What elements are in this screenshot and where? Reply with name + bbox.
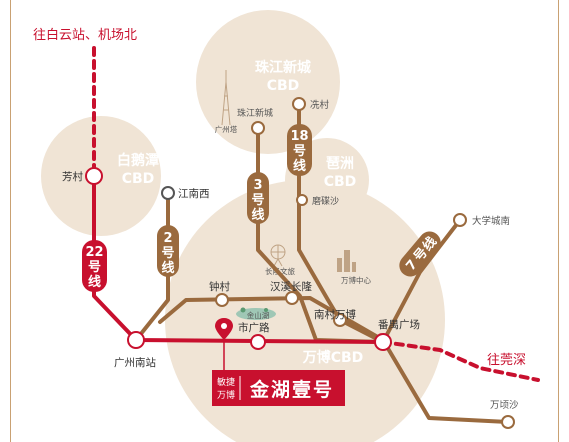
label-zhongcun: 钟村	[209, 280, 230, 293]
line-22-badge-num: 22	[85, 245, 103, 260]
station-moxisha[interactable]	[296, 194, 308, 206]
project-banner[interactable]: 敏捷 万博 金湖壹号	[212, 370, 345, 406]
label-xiancun: 冼村	[310, 99, 330, 111]
station-fangcun[interactable]	[85, 167, 103, 185]
location-pin-icon	[215, 318, 233, 370]
direction-east: 往莞深	[487, 353, 526, 368]
east-future-path	[381, 340, 540, 382]
line-18-badge-num: 18	[290, 129, 308, 144]
station-jiangnanxi[interactable]	[161, 186, 175, 200]
label-panyu-guangchang: 番禺广场	[378, 318, 420, 331]
zone-zhujiang-label-2: CBD	[267, 78, 300, 94]
landmark-canton-tower: 广州塔	[215, 124, 238, 134]
line-3-badge-num: 3	[253, 178, 262, 193]
station-panyu-guangchang[interactable]	[374, 333, 392, 351]
station-nancun-wanbo[interactable]	[333, 313, 347, 327]
line-18-badge: 18 号 线	[287, 124, 312, 176]
line-22-badge: 22 号 线	[82, 240, 107, 292]
label-daxuecheng-nan: 大学城南	[472, 215, 510, 227]
project-tag-2: 万博	[217, 389, 235, 401]
label-shiguanglu: 市广路	[238, 321, 270, 334]
project-tag-1: 敏捷	[217, 376, 235, 388]
line-3-badge-suffix: 号	[251, 193, 264, 208]
label-moxisha: 磨碟沙	[312, 196, 339, 207]
line-18-badge-suffix: 号	[293, 144, 306, 159]
zone-baiyun-label-2: CBD	[122, 171, 155, 187]
zone-baiyun-label-1: 白鹅潭	[117, 152, 159, 169]
label-wanqingsha: 万顷沙	[490, 400, 519, 411]
label-fangcun: 芳村	[62, 170, 83, 183]
zone-pazhou-label-2: CBD	[324, 174, 357, 190]
station-daxuecheng-nan[interactable]	[453, 213, 467, 227]
station-zhujiangxincheng[interactable]	[251, 121, 265, 135]
buildings-icon	[337, 250, 356, 272]
label-jiangnanxi: 江南西	[178, 187, 210, 200]
line-2-badge-tail: 线	[161, 260, 174, 276]
landmark-wanbo-center: 万博中心	[341, 275, 371, 285]
landmark-jinshan-lake: 金山湖	[247, 310, 270, 320]
zone-pazhou-label-1: 琶洲	[326, 156, 354, 172]
line-3-badge-tail: 线	[251, 207, 264, 223]
line-7-badge: 7 号 线	[399, 231, 441, 277]
zone-zhujiang-cbd	[196, 10, 340, 154]
station-shiguanglu[interactable]	[250, 334, 266, 350]
line-7-branch-path	[381, 218, 462, 344]
direction-north: 往白云站、机场北	[33, 27, 137, 43]
line-2-badge-num: 2	[163, 231, 172, 246]
station-zhongcun[interactable]	[215, 293, 229, 307]
line-22-badge-suffix: 号	[88, 260, 101, 275]
project-name: 金湖壹号	[249, 378, 334, 401]
station-hanxi-changlong[interactable]	[285, 291, 299, 305]
landmark-changlong: 长隆文旅	[265, 266, 295, 276]
line-2-badge: 2 号 线	[157, 225, 179, 277]
canton-tower-icon	[221, 70, 231, 126]
label-guangzhou-south: 广州南站	[114, 356, 156, 369]
label-zhujiangxincheng: 珠江新城	[237, 107, 273, 119]
lake-icon	[236, 307, 276, 320]
stations	[85, 97, 515, 429]
line-3-badge: 3 号 线	[247, 172, 269, 224]
line-18-badge-tail: 线	[293, 158, 306, 174]
station-xiancun[interactable]	[292, 97, 306, 111]
line-2-badge-suffix: 号	[161, 246, 174, 261]
label-hanxi-changlong: 汉溪长隆	[270, 280, 312, 293]
zone-wanbo-label: 万博CBD	[302, 349, 364, 366]
label-nancun-wanbo: 南村万博	[314, 308, 356, 321]
station-wanqingsha[interactable]	[501, 415, 515, 429]
line-22-badge-tail: 线	[88, 274, 101, 290]
zone-zhujiang-label-1: 珠江新城	[255, 59, 311, 76]
station-guangzhou-south[interactable]	[127, 331, 145, 349]
ferris-wheel-icon	[270, 244, 286, 267]
